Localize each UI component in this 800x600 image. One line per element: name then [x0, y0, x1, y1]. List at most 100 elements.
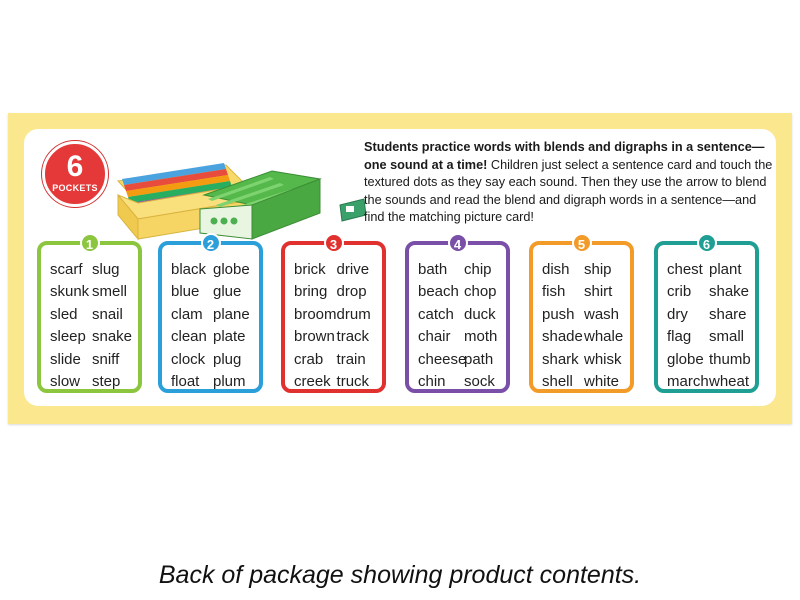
word-item: catch	[418, 305, 454, 323]
word-item: plug	[213, 350, 242, 368]
word-item: plant	[709, 261, 742, 278]
word-item: sock	[464, 373, 495, 391]
word-item: shade	[542, 328, 583, 346]
word-item: dish	[542, 261, 570, 278]
word-item: sniff	[92, 350, 120, 368]
pocket-number: 5	[571, 233, 592, 253]
word-item: snake	[92, 328, 133, 346]
word-item: clean	[171, 328, 207, 346]
word-item: scarf	[50, 261, 83, 278]
word-item: globe	[213, 261, 250, 278]
pocket-word-columns: chest crib dry flag globe march plant shake shar…	[667, 259, 751, 393]
word-item: thumb	[709, 350, 751, 368]
badge-number: 6	[66, 150, 84, 183]
word-item: smell	[92, 283, 128, 301]
word-item: track	[336, 328, 370, 346]
word-item: slow	[50, 373, 81, 391]
word-item: globe	[667, 350, 704, 368]
word-item: step	[92, 373, 121, 391]
word-item: drop	[336, 283, 367, 301]
word-item: bath	[418, 261, 448, 278]
word-item: white	[584, 373, 620, 391]
word-item: slide	[50, 350, 81, 368]
word-item: path	[464, 350, 494, 368]
word-item: sled	[50, 305, 78, 323]
word-item: whisk	[584, 350, 622, 368]
pocket-number: 3	[323, 233, 344, 253]
word-item: cheese	[418, 350, 467, 368]
pocket-6: 6 chest crib dry flag globe march plant shake sha…	[654, 233, 759, 393]
pocket-number: 6	[696, 233, 717, 253]
pocket-number: 4	[447, 233, 468, 253]
word-item: flag	[667, 328, 692, 346]
word-item: shirt	[584, 283, 613, 301]
word-item: wheat	[709, 373, 750, 391]
word-item: fish	[542, 283, 566, 301]
badge-label: POCKETS	[52, 183, 98, 193]
pockets-badge: 6 POCKETS	[42, 141, 108, 207]
word-item: wash	[584, 305, 620, 323]
word-item: chest	[667, 261, 703, 278]
word-item: train	[336, 350, 366, 368]
word-item: brown	[294, 328, 335, 346]
word-column: chip chop duck moth path sock	[464, 259, 502, 393]
word-item: skunk	[50, 283, 90, 301]
word-item: blue	[171, 283, 200, 301]
word-column: plant shake share small thumb wheat	[709, 259, 751, 393]
word-column: chest crib dry flag globe march	[667, 259, 709, 393]
word-item: chin	[418, 373, 446, 391]
word-item: crib	[667, 283, 692, 301]
word-item: clock	[171, 350, 206, 368]
description-bold: Students practice words with blends and …	[364, 140, 765, 172]
word-item: duck	[464, 305, 496, 323]
word-item: float	[171, 373, 200, 391]
word-item: clam	[171, 305, 203, 323]
image-caption: Back of package showing product contents…	[158, 561, 642, 589]
product-box-illustration	[116, 163, 366, 241]
word-item: small	[709, 328, 745, 346]
word-item: march	[667, 373, 709, 391]
word-item: share	[709, 305, 747, 323]
word-item: chip	[464, 261, 492, 278]
word-item: drive	[336, 261, 370, 278]
word-item: plane	[213, 305, 250, 323]
word-item: brick	[294, 261, 326, 278]
word-item: dry	[667, 305, 688, 323]
word-item: shark	[542, 350, 579, 368]
word-item: broom	[294, 305, 337, 323]
word-item: crab	[294, 350, 324, 368]
word-item: moth	[464, 328, 498, 346]
pocket-number: 1	[79, 233, 100, 253]
word-item: sleep	[50, 328, 86, 346]
description-rest: Children just select a sentence card and…	[364, 157, 773, 225]
word-item: whale	[584, 328, 624, 346]
word-item: shell	[542, 373, 573, 391]
content-card: 6 POCKETS	[24, 129, 776, 406]
word-item: drum	[336, 305, 371, 323]
word-item: shake	[709, 283, 750, 301]
word-item: plum	[213, 373, 246, 391]
product-description: Students practice words with blends and …	[364, 139, 774, 227]
pocket-number: 2	[200, 233, 221, 253]
word-item: snail	[92, 305, 123, 323]
word-item: bring	[294, 283, 328, 301]
word-item: chop	[464, 283, 497, 301]
